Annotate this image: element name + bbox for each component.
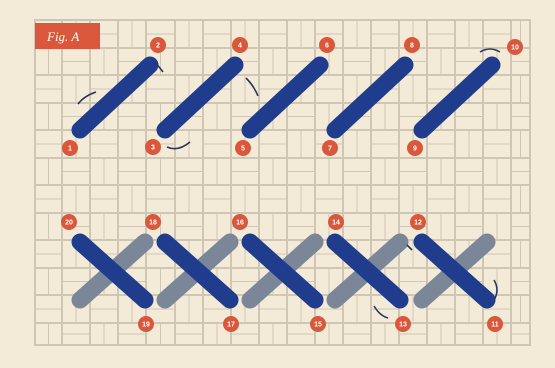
badge-number: 15 bbox=[314, 322, 322, 329]
badge-number: 17 bbox=[227, 322, 235, 329]
step-badge: 14 bbox=[328, 214, 344, 230]
badge-number: 20 bbox=[65, 220, 73, 227]
figure-label: Fig. A bbox=[35, 23, 100, 49]
step-badge: 9 bbox=[407, 140, 423, 156]
step-badge: 18 bbox=[145, 214, 161, 230]
step-badge: 20 bbox=[61, 214, 77, 230]
badge-number: 19 bbox=[142, 322, 150, 329]
badge-number: 12 bbox=[414, 220, 422, 227]
badge-number: 7 bbox=[328, 146, 332, 153]
badge-number: 5 bbox=[241, 146, 245, 153]
badge-number: 2 bbox=[156, 43, 160, 50]
step-badge: 6 bbox=[319, 37, 335, 53]
step-badge: 5 bbox=[235, 140, 251, 156]
step-badge: 4 bbox=[232, 37, 248, 53]
badge-number: 13 bbox=[399, 322, 407, 329]
step-badge: 11 bbox=[487, 316, 503, 332]
step-badge: 19 bbox=[138, 316, 154, 332]
badge-number: 4 bbox=[238, 43, 242, 50]
step-badge: 3 bbox=[145, 139, 161, 155]
badge-number: 3 bbox=[151, 145, 155, 152]
step-badge: 17 bbox=[223, 316, 239, 332]
step-badge: 2 bbox=[150, 37, 166, 53]
figure-label-text: Fig. A bbox=[46, 29, 79, 44]
step-badge: 13 bbox=[395, 316, 411, 332]
badge-number: 1 bbox=[68, 146, 72, 153]
step-badge: 12 bbox=[410, 214, 426, 230]
badge-number: 11 bbox=[491, 322, 499, 329]
badge-number: 18 bbox=[149, 220, 157, 227]
badge-number: 16 bbox=[236, 220, 244, 227]
badge-number: 8 bbox=[410, 43, 414, 50]
step-badge: 7 bbox=[322, 140, 338, 156]
step-badge: 15 bbox=[310, 316, 326, 332]
badge-number: 10 bbox=[511, 45, 519, 52]
step-badge: 10 bbox=[507, 39, 523, 55]
badge-number: 14 bbox=[332, 220, 340, 227]
step-badge: 1 bbox=[62, 140, 78, 156]
step-badge: 16 bbox=[232, 214, 248, 230]
badge-number: 9 bbox=[413, 146, 417, 153]
step-badge: 8 bbox=[404, 37, 420, 53]
badge-number: 6 bbox=[325, 43, 329, 50]
